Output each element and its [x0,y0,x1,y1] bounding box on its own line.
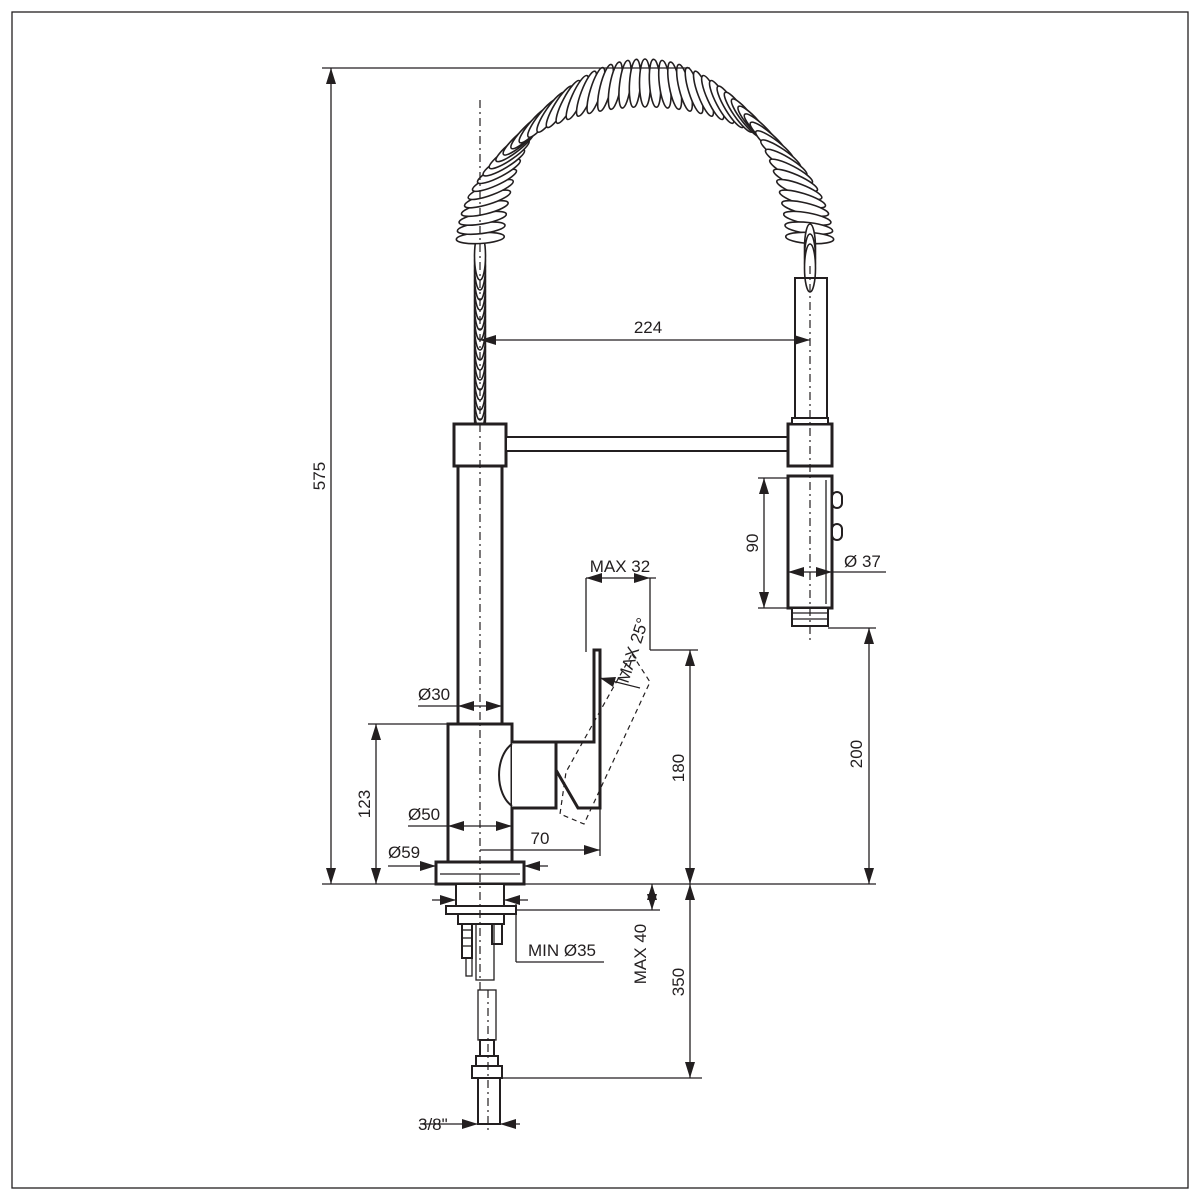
label-hose-length: 350 [669,968,688,996]
label-max-counter-thickness: MAX 40 [631,924,650,984]
label-lever-max-angle: MAX 25° [614,615,653,685]
label-connection-size: 3/8" [418,1115,448,1134]
label-lever-reach: 70 [531,829,550,848]
spring-coil-hose [455,58,835,441]
label-lever-max-opening: MAX 32 [590,557,650,576]
dimension-lines [322,67,886,1129]
label-body-height: 123 [355,790,374,818]
label-lever-height: 180 [669,754,688,782]
under-counter-fixing [445,883,517,1125]
label-spout-clearance: 200 [847,740,866,768]
label-hose-reach: 224 [634,318,662,337]
label-spray-head-diameter: Ø 37 [844,552,881,571]
label-body-diameter: Ø50 [408,805,440,824]
label-total-height: 575 [310,462,329,490]
label-column-diameter: Ø30 [418,685,450,704]
braided-hose [794,277,828,419]
center-lines [479,100,811,1130]
spray-head [786,474,843,627]
label-hole-min-diameter: MIN Ø35 [528,941,596,960]
label-spray-head-length: 90 [743,534,762,553]
page-frame [11,11,1189,1189]
label-base-diameter: Ø59 [388,843,420,862]
